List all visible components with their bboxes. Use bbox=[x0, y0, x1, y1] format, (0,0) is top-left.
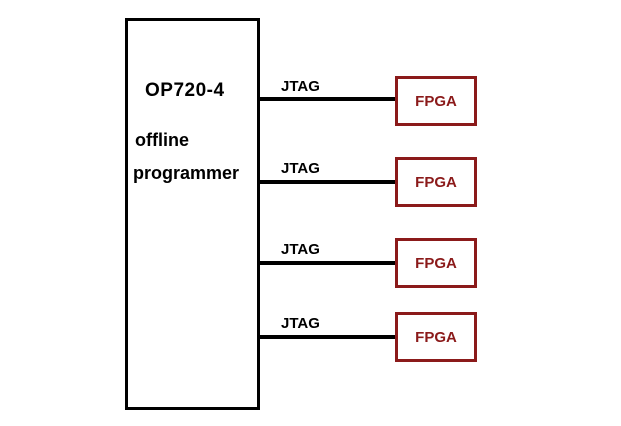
fpga-box-1: FPGA bbox=[395, 76, 477, 126]
fpga-label-2: FPGA bbox=[415, 173, 457, 191]
jtag-label-2: JTAG bbox=[281, 160, 320, 177]
fpga-box-2: FPGA bbox=[395, 157, 477, 207]
jtag-label-1: JTAG bbox=[281, 78, 320, 95]
programmer-box bbox=[125, 18, 260, 410]
jtag-wire-2 bbox=[258, 180, 398, 184]
programmer-subtitle-line2: programmer bbox=[133, 163, 240, 183]
fpga-box-3: FPGA bbox=[395, 238, 477, 288]
programmer-subtitle-line1: offline bbox=[135, 130, 189, 150]
fpga-label-1: FPGA bbox=[415, 92, 457, 110]
jtag-label-3: JTAG bbox=[281, 241, 320, 258]
jtag-wire-4 bbox=[258, 335, 398, 339]
jtag-label-4: JTAG bbox=[281, 315, 320, 332]
programmer-title: OP720-4 bbox=[145, 80, 225, 101]
jtag-wire-3 bbox=[258, 261, 398, 265]
fpga-box-4: FPGA bbox=[395, 312, 477, 362]
fpga-label-3: FPGA bbox=[415, 254, 457, 272]
fpga-label-4: FPGA bbox=[415, 328, 457, 346]
jtag-wire-1 bbox=[258, 97, 398, 101]
